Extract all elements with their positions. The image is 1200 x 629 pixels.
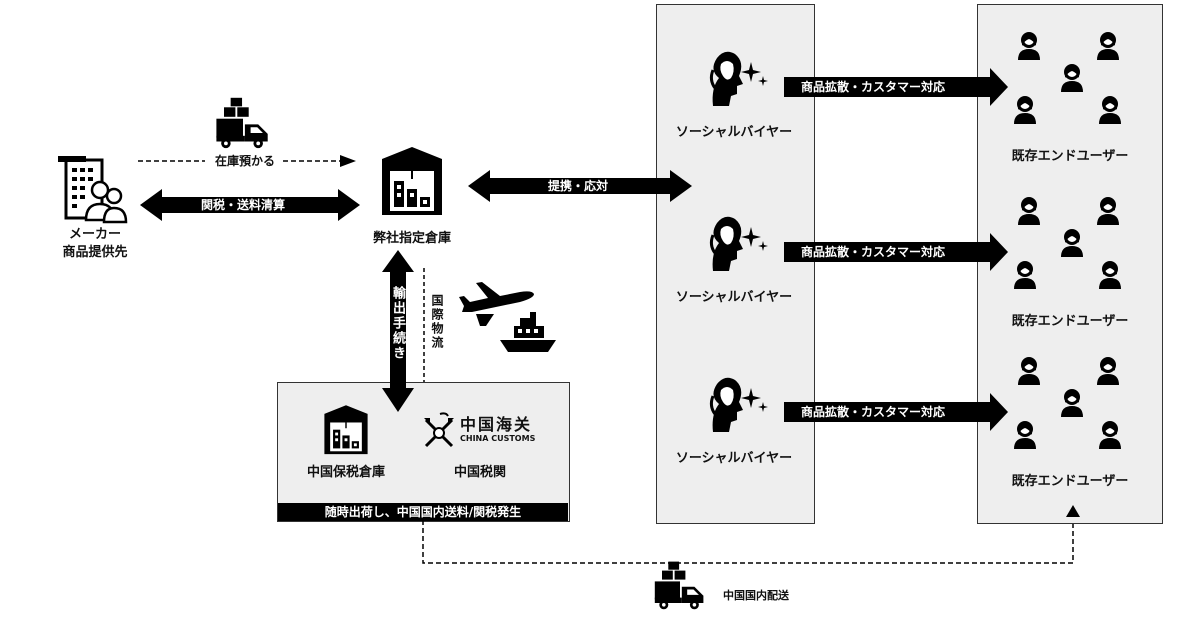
end-user-label: 既存エンドユーザー [1011, 314, 1129, 329]
customs-logo: 中国海关 CHINA CUSTOMS [460, 416, 535, 444]
end-user-label: 既存エンドユーザー [1011, 474, 1129, 489]
social-buyer-icon [709, 50, 770, 108]
ship-icon [500, 312, 556, 352]
spread-label: 商品拡散・カスタマー対応 [801, 405, 946, 419]
domestic-delivery-label: 中国国内配送 [723, 589, 789, 602]
end-user-group-icon [1014, 32, 1121, 124]
bonded-warehouse-icon [324, 405, 368, 455]
maker-label: メーカー 商品提供先 [62, 227, 128, 260]
stock-label: 在庫預かる [214, 154, 275, 168]
office-building-icon [58, 156, 128, 224]
export-procedure-label: 輸出手続き [390, 286, 405, 361]
bonded-warehouse-label: 中国保税倉庫 [306, 465, 385, 480]
intl-logistics-label: 国際物流 [430, 294, 444, 350]
customs-label: 中国税関 [453, 465, 506, 480]
customs-logo-cn: 中国海关 [460, 415, 533, 434]
partnership-label: 提携・応対 [548, 179, 609, 193]
social-buyer-label: ソーシャルバイヤー [675, 451, 793, 466]
customs-logo-en: CHINA CUSTOMS [460, 434, 536, 443]
social-buyer-icon [709, 215, 770, 273]
social-buyer-label: ソーシャルバイヤー [675, 125, 793, 140]
end-user-group-icon [1014, 197, 1121, 289]
airplane-icon [459, 282, 534, 326]
delivery-truck-icon [654, 561, 704, 610]
spread-label: 商品拡散・カスタマー対応 [801, 245, 946, 259]
end-user-group-icon [1014, 357, 1121, 449]
spread-label: 商品拡散・カスタマー対応 [801, 80, 946, 94]
end-user-label: 既存エンドユーザー [1011, 149, 1129, 164]
social-buyer-label: ソーシャルバイヤー [675, 290, 793, 305]
customs-emblem-icon [424, 412, 454, 448]
truck-icon [216, 97, 268, 149]
china-box-banner: 随時出荷し、中国国内送料/関税発生 [278, 503, 568, 521]
warehouse-label: 弊社指定倉庫 [372, 231, 451, 246]
social-buyer-icon [709, 376, 770, 434]
settlement-label: 関税・送料清算 [201, 198, 286, 212]
warehouse-icon [382, 147, 442, 215]
